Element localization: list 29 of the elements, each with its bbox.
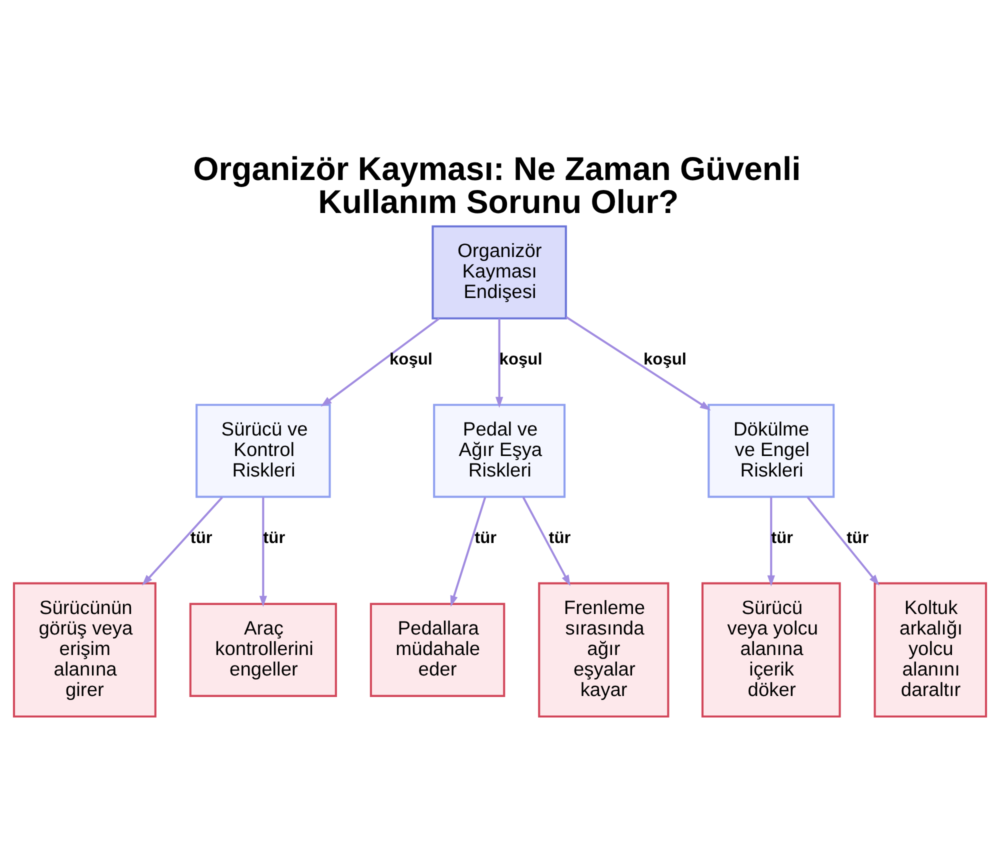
edge-label: koşul (643, 350, 686, 368)
edge-label: tür (190, 528, 212, 546)
arrow (566, 316, 711, 410)
edge-label: tür (474, 528, 497, 546)
edge-label: tür (771, 528, 794, 546)
edge-label: tür (846, 528, 869, 546)
arrow (767, 496, 775, 586)
node-box: Koltuk arkalığı yolcu alanını daraltır (874, 582, 988, 718)
edge-label: tür (263, 528, 286, 546)
node-box: Pedal ve Ağır Eşya Riskleri (433, 403, 566, 498)
edge-label: koşul (389, 350, 432, 368)
node-box: Dökülme ve Engel Riskleri (708, 403, 835, 498)
node-box: Pedallara müdahale eder (370, 602, 506, 696)
node-box: Sürücü ve Kontrol Riskleri (196, 403, 331, 498)
arrow (495, 318, 504, 408)
arrow (806, 496, 880, 586)
diagram-title: Organizör Kayması: Ne Zaman Güvenli Kullanım Sorunu Olur? (193, 149, 801, 220)
node-box: Araç kontrollerini engeller (189, 602, 337, 696)
arrow (142, 496, 223, 586)
node-box: Sürücünün görüş veya erişim alanına girer (12, 582, 156, 718)
arrow (450, 496, 486, 606)
node-box: Frenleme sırasında ağır eşyalar kayar (538, 582, 670, 718)
edge-label: tür (548, 528, 571, 546)
node-box: Organizör Kayması Endişesi (432, 224, 567, 319)
arrow (320, 317, 440, 406)
edge-label: koşul (499, 350, 542, 368)
arrow (259, 496, 268, 606)
arrow (522, 496, 570, 586)
node-box: Sürücü veya yolcu alanına içerik döker (701, 582, 841, 718)
